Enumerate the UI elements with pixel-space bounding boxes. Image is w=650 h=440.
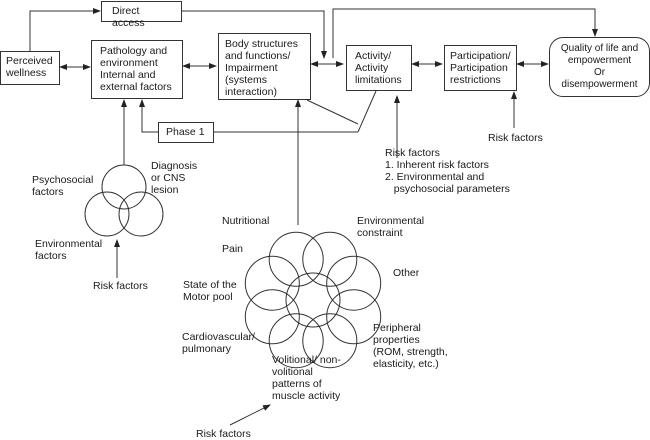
flower-circles (244, 231, 382, 369)
text-line: elasticity, etc.) (373, 358, 439, 370)
text-line: wellness (6, 67, 47, 79)
text-line: Or (593, 67, 606, 78)
text-line: Participation/ (450, 50, 511, 62)
label-nutritional: Nutritional (222, 215, 270, 227)
line-top-qol (332, 8, 598, 58)
flower-circle-motor-pool (244, 289, 300, 345)
text-line: psychosocial parameters (385, 183, 510, 195)
line-phase1-pathology (139, 99, 158, 133)
label-risk-flower: Risk factors (196, 428, 251, 440)
text-line: empowerment (567, 55, 632, 66)
flower-circle-nutritional (268, 231, 324, 287)
venn-circle-psychosocial (118, 191, 164, 237)
text-line: lesion (151, 184, 179, 196)
text-line: or CNS (151, 172, 186, 184)
text-line: Activity/ (355, 50, 392, 62)
text-line: properties (373, 334, 420, 346)
text-line: Pathology and (100, 45, 168, 57)
text-line: Environmental (35, 238, 103, 250)
text-line: State of the (183, 279, 237, 291)
flower-circle-center (285, 272, 341, 328)
text-line: Diagnosis (151, 160, 198, 172)
text-line: Participation (450, 62, 508, 74)
text-line: limitations (355, 74, 402, 86)
text-line: restrictions (450, 74, 501, 86)
text-line: 2. Environmental and (385, 171, 485, 183)
text-line: pulmonary (182, 343, 232, 355)
text-line: and functions/ (225, 50, 291, 62)
label-other: Other (393, 267, 420, 279)
text-line: Activity (355, 62, 389, 74)
line-activity-to-phase (357, 90, 377, 133)
line-wellness-direct (29, 8, 101, 52)
text-line: Peripheral (373, 322, 421, 334)
text-line: 1. Inherent risk factors (385, 159, 489, 171)
text-line: Risk factors (385, 147, 440, 159)
text-line: (ROM, strength, (373, 346, 448, 358)
direct-access-box: Direct access (101, 1, 182, 29)
text-line: interaction) (225, 86, 277, 98)
text-line: Body structures (225, 38, 298, 50)
label-risk-participation: Risk factors (488, 132, 543, 144)
text-line: external factors (100, 81, 172, 93)
text-line: Volitional/ non- (272, 354, 341, 366)
label-cardio: Cardiovascular/pulmonary (182, 331, 255, 355)
text-line: Environmental (357, 215, 425, 227)
venn-circle-diagnosis (101, 164, 147, 210)
text-line: environment (100, 57, 158, 69)
flower-circle-peripheral (326, 289, 382, 345)
text-line: constraint (357, 227, 403, 239)
line-direct-junction (182, 10, 327, 59)
flower-circle-volitional (302, 313, 358, 369)
phase1-box: Phase 1 (158, 122, 214, 143)
text-line: Psychosocial (32, 174, 94, 186)
flower-circle-environmental-constraint (302, 231, 358, 287)
text-line: Internal and (100, 69, 156, 81)
label-pain: Pain (222, 243, 244, 255)
text-line: disempowerment (561, 79, 638, 90)
text-line: Perceived (6, 55, 53, 67)
text-line: Impairment (225, 62, 278, 74)
text-line: volitional (272, 366, 313, 378)
text-line: Quality of life and (560, 43, 639, 54)
line-body-to-phase (306, 99, 359, 125)
text-line: Motor pool (183, 291, 233, 303)
flower-circle-cardio (268, 313, 324, 369)
label-risk-venn: Risk factors (93, 280, 148, 292)
venn-circle-environmental (84, 191, 130, 237)
text-line: factors (35, 250, 67, 262)
text-line: factors (32, 186, 64, 198)
line-risk-flower (229, 404, 271, 426)
text-line: patterns of (272, 378, 322, 390)
text-line: (systems (225, 74, 267, 86)
text-line: muscle activity (272, 390, 341, 402)
flower-circle-other (326, 255, 382, 311)
flower-circle-pain (244, 255, 300, 311)
text-line: Cardiovascular/ (182, 331, 255, 343)
